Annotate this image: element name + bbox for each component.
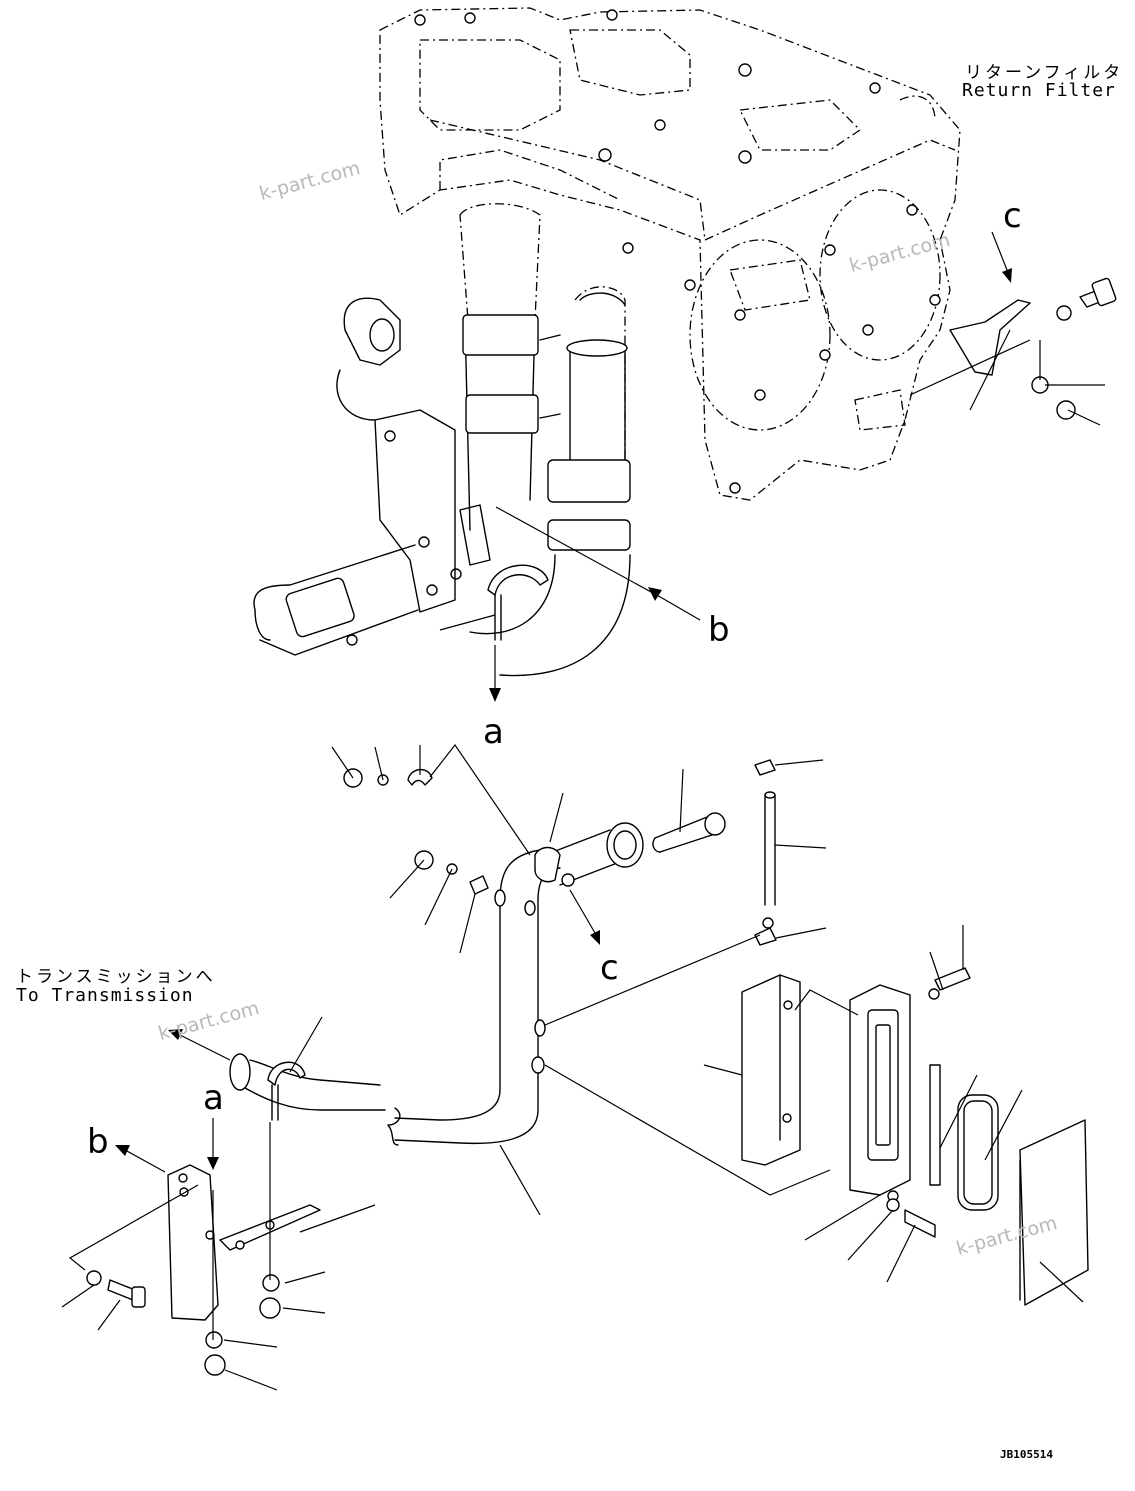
arrow-icon: [1002, 268, 1012, 283]
ref-letter-b-top: b: [708, 610, 730, 650]
arrow-icon: [590, 930, 600, 945]
breather-tube: [652, 759, 777, 946]
fastener-set-upper: [343, 768, 489, 895]
ref-letter-c-mid: c: [600, 948, 619, 988]
transmission-label-jp: トランスミッションへ: [16, 967, 216, 987]
arrow-icon: [648, 587, 662, 601]
return-pipe-assembly: [229, 849, 561, 1146]
u-bolt-clamp-upper: [487, 564, 549, 641]
arrow-icon: [168, 1029, 183, 1040]
ref-letter-a-top: a: [483, 712, 504, 752]
leader-lines: [61, 329, 1105, 1391]
upper-left-bracket: [336, 297, 491, 613]
upper-hoses: [462, 292, 631, 677]
filter-neck: [534, 822, 644, 887]
lower-left-bracket: [86, 1164, 321, 1376]
drawing-code: JB105514: [1000, 1448, 1053, 1461]
transmission-label-en: To Transmission: [16, 985, 194, 1006]
ref-letter-a-bottom: a: [203, 1078, 224, 1118]
upper-left-pipe: [253, 544, 419, 656]
arrow-icon: [489, 688, 501, 702]
return-filter-label-jp: リターンフィルタ: [965, 63, 1124, 83]
arrow-icon: [115, 1145, 130, 1156]
transmission-case-phantom: [379, 7, 961, 501]
case-bolts: [384, 9, 941, 596]
arrow-icon: [207, 1157, 219, 1170]
return-filter-bracket: [949, 277, 1117, 420]
reference-arrows: [115, 231, 1012, 1173]
ref-letter-b-bottom: b: [87, 1122, 109, 1162]
ref-letter-c-top: c: [1003, 196, 1022, 236]
return-filter-label-en: Return Filter: [962, 80, 1116, 101]
filter-guard-plates: [741, 967, 1089, 1306]
